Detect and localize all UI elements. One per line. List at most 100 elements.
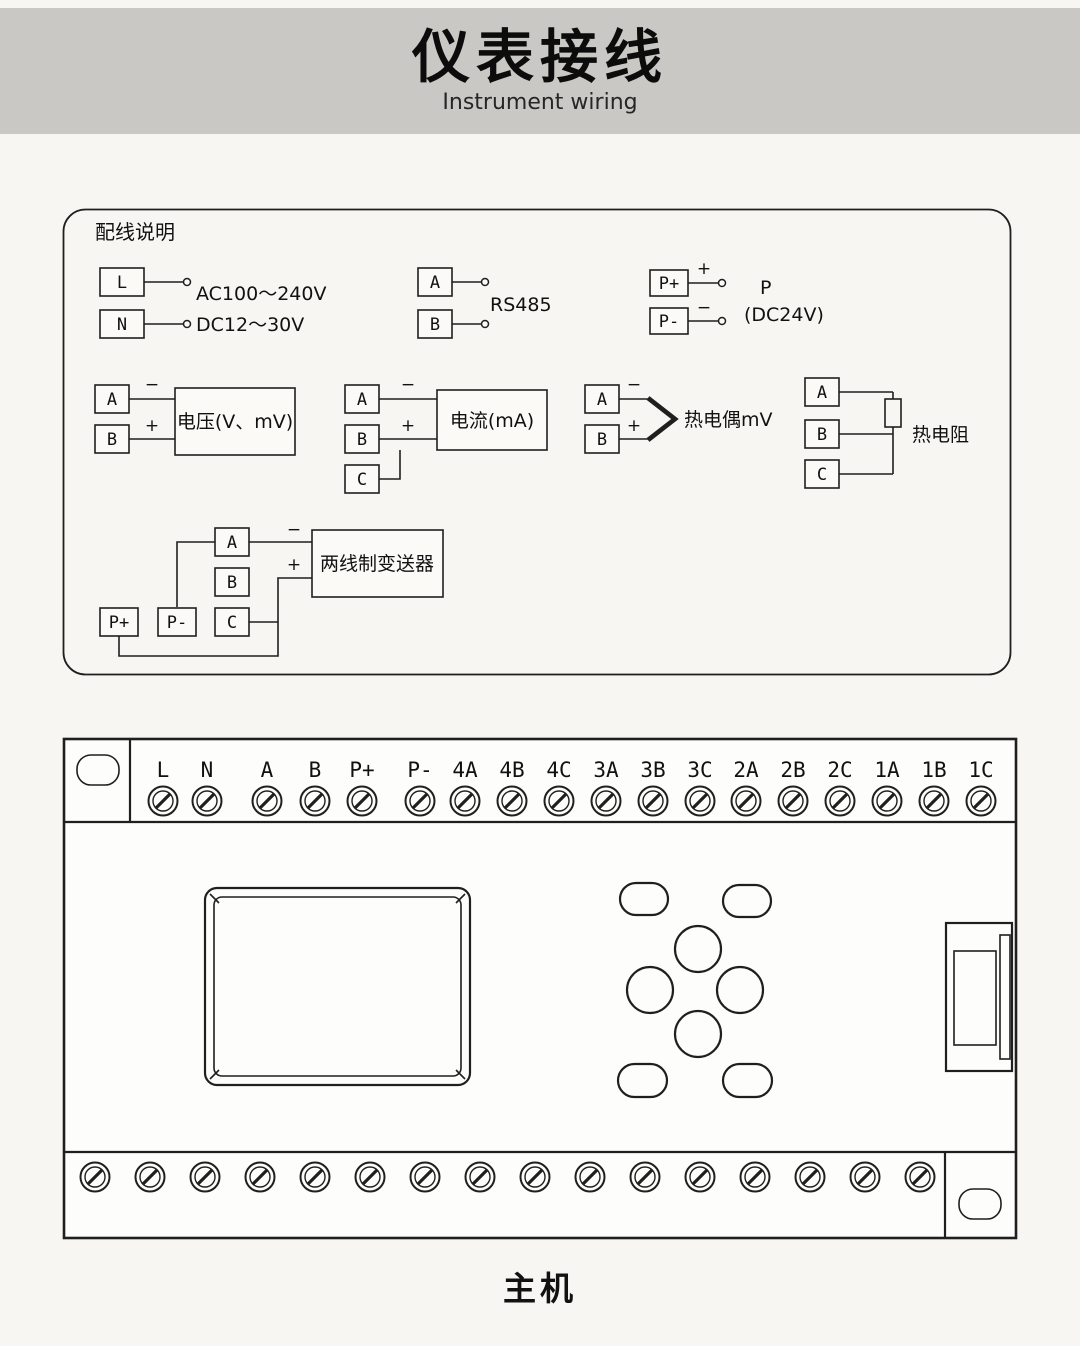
polarity-plus: +	[287, 555, 301, 575]
terminal-label: P+	[349, 758, 374, 782]
screw-terminal	[353, 1160, 387, 1194]
terminal-label: 3B	[640, 758, 665, 782]
terminal-box-pminus	[157, 607, 197, 637]
polarity-minus: −	[145, 375, 159, 395]
screw-terminal	[243, 1160, 277, 1194]
screw-terminal	[298, 1160, 332, 1194]
terminal-label-b: B	[430, 315, 440, 335]
terminal-label-a: A	[107, 390, 117, 410]
screw-terminal	[683, 1160, 717, 1194]
keypad-button	[721, 1062, 774, 1099]
wire	[118, 577, 312, 657]
dc-output-wiring: P+ P- + − P (DC24V)	[649, 259, 824, 335]
terminal-label-pminus: P-	[167, 613, 187, 633]
screw-terminal	[917, 784, 951, 818]
terminal-box-b	[804, 419, 840, 449]
screw-terminal	[964, 784, 998, 818]
terminal-label-c: C	[227, 613, 237, 633]
polarity-plus: +	[145, 416, 159, 436]
terminal-box-a	[344, 384, 380, 414]
terminal-label: A	[261, 758, 274, 782]
connector-outline	[944, 921, 1014, 1073]
keypad-button-left	[625, 965, 675, 1015]
screw-terminal	[133, 1160, 167, 1194]
terminal-label-b: B	[817, 425, 827, 445]
wire-node	[480, 319, 490, 329]
terminal-label-n: N	[117, 315, 127, 335]
transmitter-wiring: A B C P+ P- − + 两线制变送器	[99, 520, 444, 657]
polarity-plus: +	[697, 259, 711, 279]
terminal-label: 4C	[546, 758, 571, 782]
screw-terminal	[250, 784, 284, 818]
dc-output-spec: (DC24V)	[744, 304, 824, 326]
screw-terminal	[776, 784, 810, 818]
terminal-box-c	[214, 607, 250, 637]
screw-terminal	[903, 1160, 937, 1194]
screw-terminal	[683, 784, 717, 818]
terminal-label: 2B	[780, 758, 805, 782]
connector-key-bar	[999, 934, 1011, 1060]
screw-terminal	[188, 1160, 222, 1194]
main-unit-diagram: L N A B P+ P- 4A 4B 4C 3A 3B 3C 2A 2B 2C…	[62, 737, 1018, 1240]
terminal-label-l: L	[117, 273, 127, 293]
rs485-label: RS485	[490, 294, 552, 316]
polarity-plus: +	[401, 416, 415, 436]
screw-terminal	[636, 784, 670, 818]
terminal-box-a	[584, 384, 620, 414]
screw-terminal	[403, 784, 437, 818]
rtd-label: 热电阻	[912, 424, 969, 446]
display-screen	[213, 896, 462, 1077]
keypad-button-down	[673, 1009, 723, 1059]
rtd-input-wiring: A B C 热电阻	[804, 377, 969, 489]
screw-terminal	[870, 784, 904, 818]
terminal-label-b: B	[357, 430, 367, 450]
terminal-label: 2C	[827, 758, 852, 782]
rtd-resistor-symbol	[884, 398, 902, 428]
keypad-button	[618, 881, 670, 917]
wire-node	[182, 319, 192, 329]
voltage-input-wiring: A B − + 电压(V、mV)	[94, 375, 296, 456]
screw-terminal	[495, 784, 529, 818]
terminal-label-pplus: P+	[109, 613, 129, 633]
screw-terminal	[146, 784, 180, 818]
screw-terminal	[628, 1160, 662, 1194]
screw-terminal	[463, 1160, 497, 1194]
screw-terminal	[823, 784, 857, 818]
terminal-box-b	[584, 424, 620, 454]
terminal-label-a: A	[227, 533, 237, 553]
terminal-label-pminus: P-	[659, 312, 679, 332]
screw-terminal	[729, 784, 763, 818]
wire-node	[480, 277, 490, 287]
wiring-instructions-diagram: 配线说明 L N AC100～240V DC12～30V A B RS485	[62, 208, 1012, 676]
terminal-label-a: A	[357, 390, 367, 410]
terminal-box-b	[214, 567, 250, 597]
wire	[379, 450, 401, 480]
terminal-labels-row: L N A B P+ P- 4A 4B 4C 3A 3B 3C 2A 2B 2C…	[157, 758, 994, 782]
screw-terminal	[573, 1160, 607, 1194]
screw-terminal	[848, 1160, 882, 1194]
wire-node	[717, 278, 727, 288]
screw-terminal	[738, 1160, 772, 1194]
wire	[176, 541, 215, 607]
screw-terminal	[542, 784, 576, 818]
wiring-panel-border	[62, 208, 1012, 676]
keypad-button	[721, 883, 773, 919]
screw-terminal	[345, 784, 379, 818]
terminal-label-pplus: P+	[659, 274, 679, 294]
screw-terminal	[793, 1160, 827, 1194]
terminal-label: 3C	[687, 758, 712, 782]
current-input-wiring: A B C − + 电流(mA)	[344, 375, 548, 494]
wire-node	[717, 316, 727, 326]
device-caption: 主机	[503, 1269, 577, 1308]
side-connector	[944, 921, 1014, 1073]
polarity-minus: −	[287, 520, 301, 540]
terminal-label: 1C	[968, 758, 993, 782]
screw-terminal	[448, 784, 482, 818]
terminal-label-c: C	[357, 470, 367, 490]
screw-terminal	[190, 784, 224, 818]
terminal-label-b: B	[227, 573, 237, 593]
polarity-minus: −	[401, 375, 415, 395]
terminal-label-c: C	[817, 465, 827, 485]
terminal-label: N	[201, 758, 214, 782]
voltage-input-box	[174, 387, 296, 456]
